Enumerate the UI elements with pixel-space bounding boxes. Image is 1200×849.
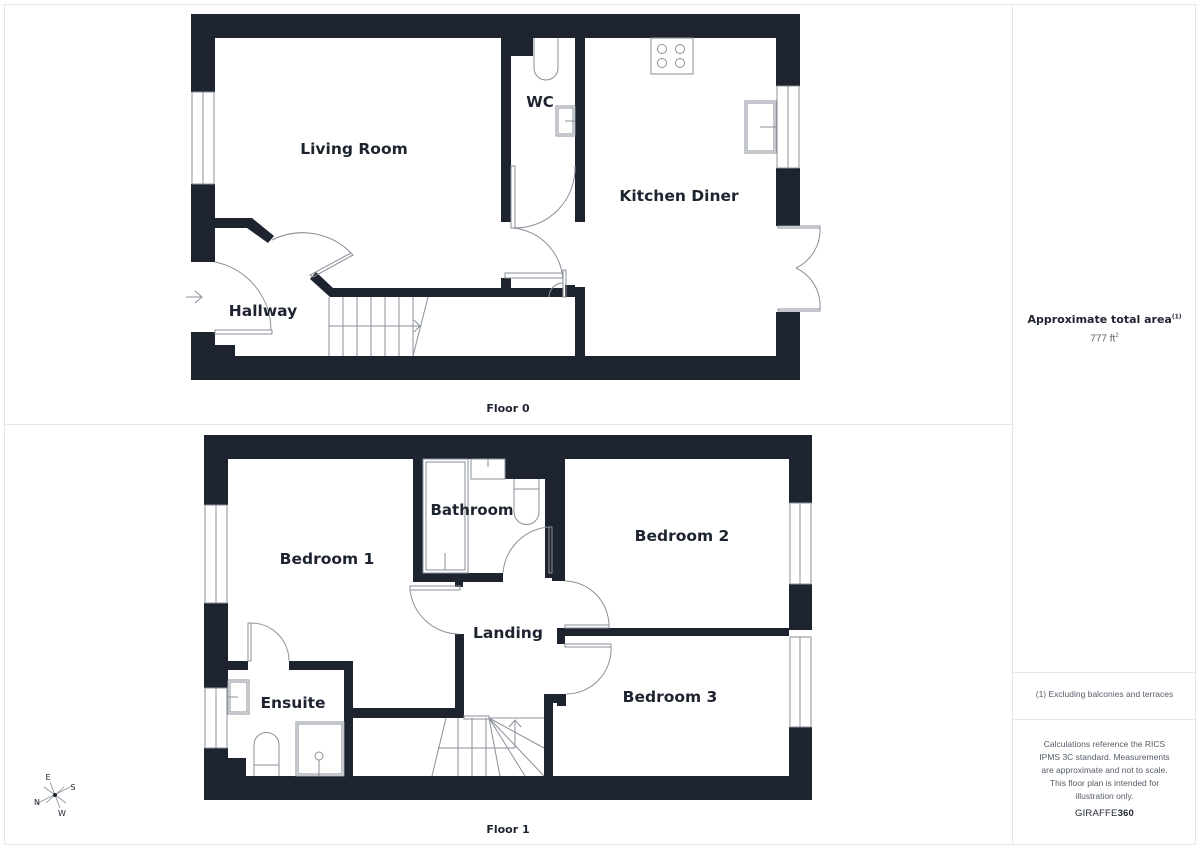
floor-1-label: Floor 1 <box>486 823 530 836</box>
brand-suffix: 360 <box>1117 808 1135 819</box>
brand-logo: GIRAFFE360 <box>1013 808 1196 819</box>
compass-west: W <box>58 809 66 818</box>
brand-prefix: GIRAFFE <box>1074 808 1118 819</box>
room-label: Ensuite <box>260 694 325 712</box>
area-value-text: 777 ft <box>1090 333 1116 345</box>
room-label: Bedroom 1 <box>280 550 375 568</box>
area-title-text: Approximate total area <box>1027 313 1172 326</box>
footnote: (1) Excluding balconies and terraces <box>1035 689 1174 699</box>
room-label: Landing <box>473 624 543 642</box>
room-label: Bedroom 3 <box>623 688 718 706</box>
compass-east: E <box>45 773 50 782</box>
room-label: Bathroom <box>430 501 513 519</box>
room-label: Kitchen Diner <box>619 187 739 205</box>
compass-icon: E S N W <box>34 773 76 818</box>
compass-north: N <box>34 798 40 807</box>
area-unit-exponent: 2 <box>1115 333 1119 339</box>
room-label: WC <box>526 93 554 111</box>
room-label: Living Room <box>300 140 408 158</box>
area-footnote-ref: (1) <box>1171 313 1182 321</box>
area-title: Approximate total area(1) <box>1013 313 1196 326</box>
sidebar-divider-1 <box>1013 672 1196 673</box>
floor-0-walls <box>191 14 800 380</box>
room-label: Hallway <box>229 302 297 320</box>
disclaimer: Calculations reference the RICS IPMS 3C … <box>1039 739 1170 801</box>
compass-south: S <box>70 783 75 792</box>
area-value: 777 ft2 <box>1013 333 1196 344</box>
sidebar-divider <box>1012 4 1013 845</box>
sidebar-divider-2 <box>1013 719 1196 720</box>
floor-1-walls <box>204 435 812 800</box>
room-label: Bedroom 2 <box>635 527 730 545</box>
floor-0-label: Floor 0 <box>486 402 530 415</box>
floor-divider <box>4 424 1012 425</box>
